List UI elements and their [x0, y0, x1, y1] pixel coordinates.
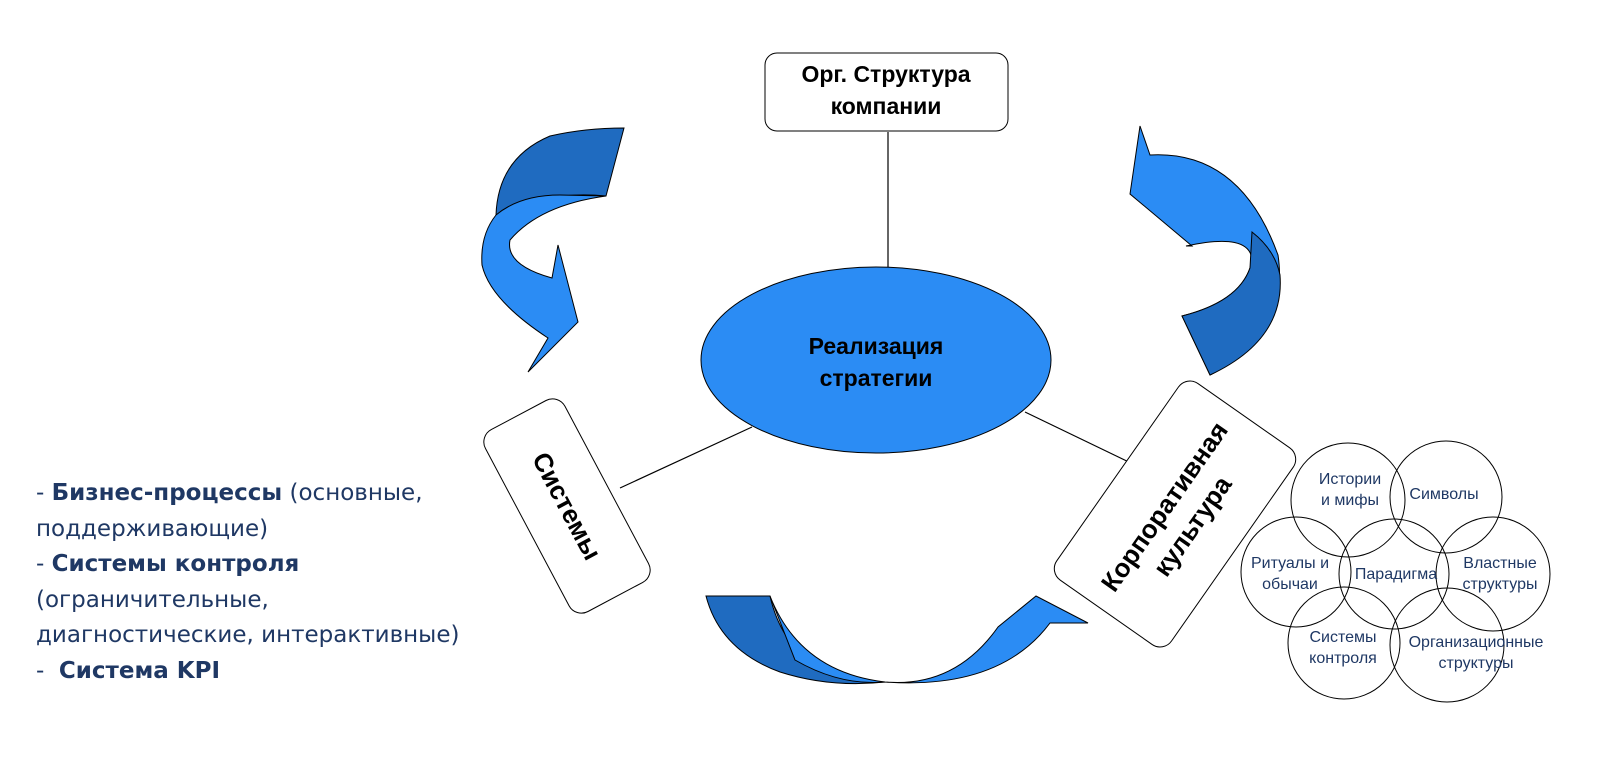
culture-web-labels: Истории и мифы Символы Ритуалы и обычаи … — [1251, 471, 1544, 672]
control-label-1: Системы — [1309, 629, 1376, 646]
org-structure-label-1: Орг. Структура — [801, 61, 970, 87]
arrow-body — [481, 194, 607, 373]
bullet-detail: (основные, — [282, 480, 423, 506]
connector-culture — [1024, 411, 1136, 466]
center-label-1: Реализация — [809, 333, 944, 359]
arrow-body — [769, 595, 1089, 684]
circle-control — [1287, 586, 1401, 700]
bullet-title: Системы контроля — [51, 551, 300, 577]
bullet-control-systems: - Системы контроля — [36, 547, 506, 583]
circle-org — [1389, 587, 1505, 703]
bullet-kpi: - Система KPI — [36, 654, 506, 690]
circle-power — [1435, 516, 1551, 632]
rituals-label-1: Ритуалы и — [1251, 555, 1329, 572]
center-node: Реализация стратегии — [700, 266, 1052, 454]
org-label-1: Организационные — [1409, 634, 1544, 651]
circle-symbols — [1389, 440, 1503, 554]
bullet-dash: - — [36, 551, 52, 577]
power-label-1: Властные — [1463, 555, 1537, 572]
circle-rituals — [1240, 516, 1352, 628]
systems-node: Системы — [483, 398, 651, 614]
culture-node: Корпоративная культура — [1053, 380, 1297, 648]
org-structure-node: Орг. Структура компании — [764, 52, 1009, 132]
systems-bullet-list: - Бизнес-процессы (основные, поддерживаю… — [36, 476, 506, 689]
circle-stories — [1290, 442, 1406, 558]
control-label-2: контроля — [1309, 650, 1377, 667]
org-structure-label-2: компании — [831, 93, 942, 119]
stories-label-2: и мифы — [1321, 492, 1379, 509]
arrow-fold — [1181, 231, 1281, 376]
rituals-label-2: обычаи — [1262, 576, 1318, 593]
bullet-dash: - — [36, 480, 52, 506]
stories-label-1: Истории — [1319, 471, 1381, 488]
bullet-title: Бизнес-процессы — [51, 480, 283, 506]
bullet-continuation: (ограничительные, — [36, 586, 269, 613]
bullet-continuation: диагностические, интерактивные) — [36, 622, 460, 648]
power-label-2: структуры — [1463, 576, 1538, 593]
circle-paradigm — [1338, 518, 1450, 630]
center-label-2: стратегии — [820, 365, 933, 391]
bullet-dash: - — [36, 657, 59, 684]
connector-systems — [619, 426, 753, 489]
org-label-2: структуры — [1439, 655, 1514, 672]
bullet-title: Система KPI — [58, 657, 221, 684]
curved-arrow-top-left — [481, 127, 625, 373]
culture-web — [1240, 440, 1551, 703]
symbols-label: Символы — [1409, 486, 1478, 503]
bullet-continuation: поддерживающие) — [36, 515, 269, 542]
curved-arrow-bottom — [705, 595, 1089, 685]
bullet-business-processes: - Бизнес-процессы (основные, — [36, 476, 506, 512]
paradigm-label: Парадигма — [1355, 566, 1437, 583]
curved-arrow-top-right — [1129, 125, 1281, 376]
